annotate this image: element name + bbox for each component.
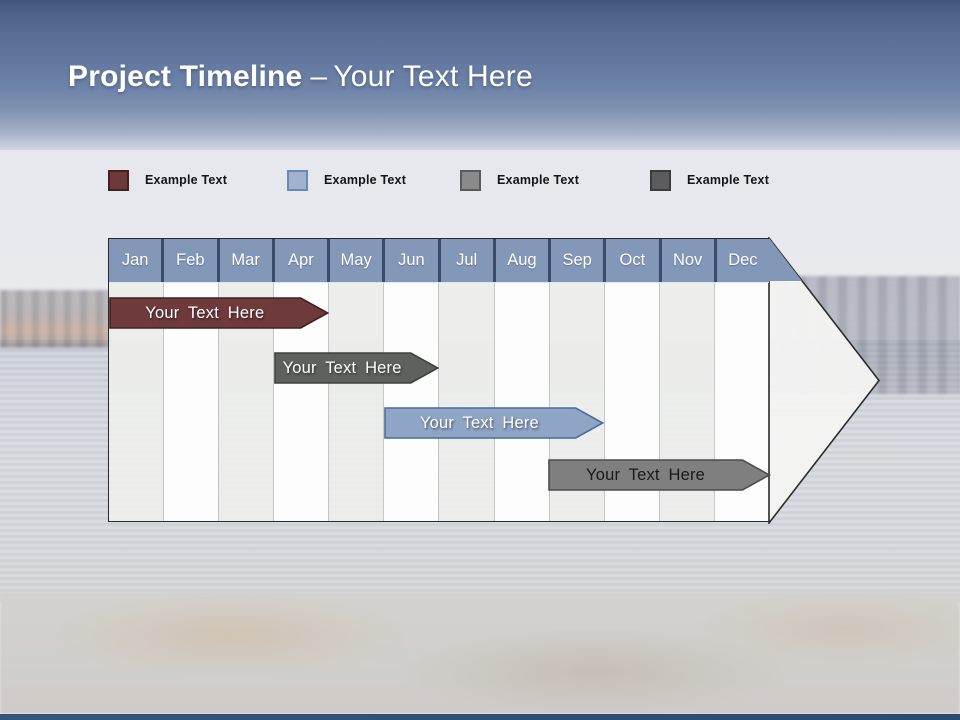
bar-arrow-shape [273,352,440,384]
arrowhead-shape [768,236,881,526]
timeline-bar: Your Text Here [109,297,330,329]
month-header-cell: Feb [161,239,216,282]
month-header-cell: Dec [713,239,769,282]
legend-item: Example Text [287,167,406,193]
month-header-cell: Aug [492,239,548,282]
bar-arrow-shape [109,297,330,329]
month-header-cell: Mar [216,239,272,282]
month-header-cell: Jan [121,251,149,269]
title-placeholder-part: Your Text Here [333,60,533,93]
month-column [493,283,549,521]
legend-label: Example Text [145,173,228,187]
background-sky-gradient [0,0,960,170]
timeline-bar: Your Text Here [548,459,772,491]
month-column [383,283,439,521]
legend-swatch [650,169,671,191]
legend-label: Example Text [324,173,407,187]
month-header-cell: Nov [658,239,714,282]
arrowhead-header-part [769,238,802,282]
bar-label: Your Text Here [282,358,402,377]
legend-item: Example Text [460,167,579,193]
legend-swatch [460,169,481,191]
bar-label: Your Text Here [586,465,706,484]
background-city-left [0,290,112,348]
title-bold-part: Project Timeline [68,60,303,93]
timeline-bar: Your Text Here [273,352,440,384]
month-column [438,283,494,521]
legend-swatch [287,169,308,191]
title-dash: – [310,60,328,93]
legend-label: Example Text [497,173,580,187]
bar-arrow-shape [383,407,604,439]
bar-arrow-shape [548,459,772,491]
month-header-cell: Sep [548,239,603,282]
legend-swatch [108,169,129,191]
legend-item: Example Text [650,167,769,193]
month-header-cell: May [327,239,382,282]
month-column [328,283,384,521]
bar-label: Your Text Here [145,303,265,322]
legend-label: Example Text [687,173,770,187]
bar-label: Your Text Here [419,413,539,432]
month-header-cell: Jun [382,239,437,282]
page-title: Project Timeline–Your Text Here [68,60,533,94]
legend-item: Example Text [108,167,227,193]
month-header-cell: Jul [437,239,493,282]
background-bottom-strip [0,714,960,720]
background-rocks [0,592,960,714]
month-header-cell: Oct [603,239,658,282]
month-header-cell: Apr [271,239,327,282]
timeline-bar: Your Text Here [383,407,604,439]
timeline-arrowhead [768,236,881,526]
